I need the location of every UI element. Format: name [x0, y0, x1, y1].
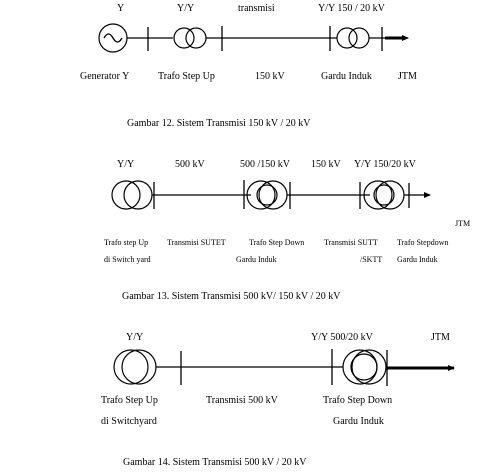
trafo3-bottom-label-2: Gardu Induk — [397, 255, 438, 264]
transformer-icon — [111, 180, 153, 210]
transformer-icon — [336, 27, 370, 49]
line1-bottom-label: Transmisi SUTET — [167, 238, 226, 247]
trafo3-bottom-label: Trafo Stepdown — [397, 238, 448, 247]
gardu-bottom-label: Gardu Induk — [321, 71, 372, 82]
trafo2-bottom-label-2: Gardu Induk — [236, 255, 277, 264]
transformer-icon — [246, 180, 288, 210]
line1-top-label: 500 kV — [175, 159, 206, 170]
generator-top-label: Y — [117, 3, 124, 14]
trafo1-bottom-label-2: di Switch yard — [104, 255, 151, 264]
trafo3-top-label: Y/Y 150/20 kV — [354, 159, 417, 170]
line2-top-label: 150 kV — [311, 159, 342, 170]
diagram-3: Y/Y Y/Y 500/20 kV JTM Trafo Step Up Tran… — [101, 332, 455, 468]
line2-bottom-label-2: /SKTT — [360, 255, 382, 264]
diagram-1: Y Y/Y transmisi Y/Y 150 / 20 kV Generato… — [80, 3, 417, 129]
jtm-label: JTM — [431, 332, 450, 343]
trafo2-bottom-label: Trafo Step Down — [323, 395, 392, 406]
trafo1-top-label: Y/Y — [117, 159, 134, 170]
trafo2-bottom-label: Trafo Step Down — [249, 238, 304, 247]
trafo2-bottom-label-2: Gardu Induk — [333, 416, 384, 427]
figure-caption: Gambar 12. Sistem Transmisi 150 kV / 20 … — [127, 118, 311, 129]
line-top-label: transmisi — [238, 3, 275, 14]
transformer-icon — [342, 349, 387, 385]
trafo1-bottom-label: Trafo step Up — [104, 238, 148, 247]
line-bottom-label: 150 kV — [255, 71, 286, 82]
transformer-icon — [173, 27, 207, 49]
diagram-2: Y/Y 500 kV 500 /150 kV 150 kV Y/Y 150/20… — [104, 159, 470, 302]
line-bottom-label: Transmisi 500 kV — [206, 395, 279, 406]
figure-caption: Gambar 14. Sistem Transmisi 500 kV / 20 … — [123, 457, 307, 468]
jtm-label: JTM — [398, 71, 417, 82]
trafo2-top-label: 500 /150 kV — [240, 159, 291, 170]
transformer-icon — [113, 349, 157, 385]
generator-icon — [98, 23, 128, 53]
line2-bottom-label: Transmisi SUTT — [324, 238, 378, 247]
trafo2-top-label: Y/Y 500/20 kV — [311, 332, 374, 343]
trafo-bottom-label: Trafo Step Up — [158, 71, 215, 82]
trafo-top-label: Y/Y — [177, 3, 194, 14]
trafo1-top-label: Y/Y — [126, 332, 143, 343]
trafo1-bottom-label-2: di Switchyard — [101, 416, 157, 427]
trafo1-bottom-label: Trafo Step Up — [101, 395, 158, 406]
jtm-label: JTM — [455, 219, 470, 228]
figure-caption: Gambar 13. Sistem Transmisi 500 kV/ 150 … — [122, 291, 341, 302]
generator-bottom-label: Generator Y — [80, 71, 129, 82]
gardu-top-label: Y/Y 150 / 20 kV — [318, 3, 386, 14]
